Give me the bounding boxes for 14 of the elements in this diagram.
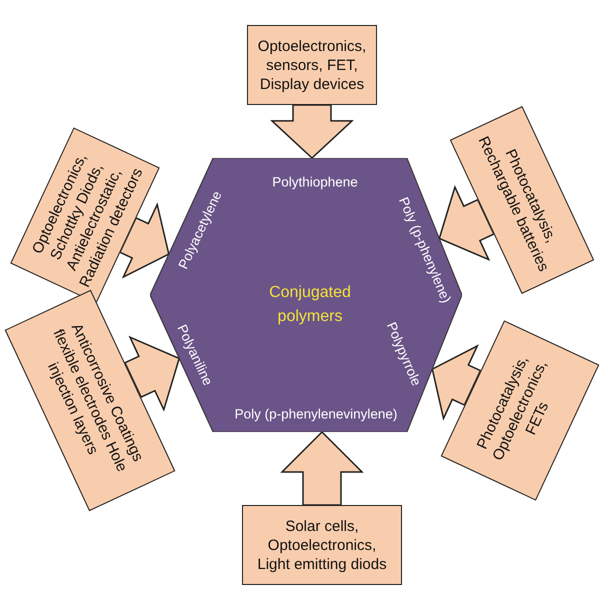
- polymer-label: Polythiophene: [272, 174, 358, 190]
- polymer-label: Poly (p-phenylenevinylene): [234, 406, 398, 422]
- block-arrow: [270, 104, 354, 160]
- block-arrow: [438, 185, 495, 262]
- center-title: Conjugated polymers: [268, 283, 352, 327]
- callout-box: [247, 25, 377, 105]
- block-arrow: [280, 430, 364, 506]
- hexagon: [150, 158, 462, 432]
- block-arrow: [119, 202, 170, 279]
- callout-box: [242, 505, 402, 585]
- block-arrow: [124, 336, 180, 412]
- application-text: Solar cells, Optoelectronics, Light emitting diods: [256, 516, 388, 574]
- application-text: Optoelectronics, sensors, FET, Display devices: [256, 36, 368, 94]
- block-arrow: [431, 344, 482, 421]
